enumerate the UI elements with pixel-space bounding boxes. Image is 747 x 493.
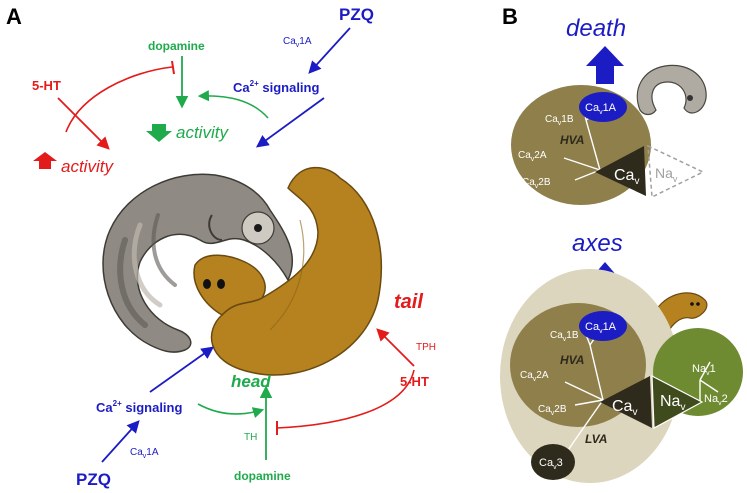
bottom-cav1a-node (579, 311, 627, 341)
top-hva-label: HVA (560, 133, 584, 147)
top-nav-triangle (647, 144, 705, 199)
bottom-cav1b-label: Cav1B (550, 330, 579, 343)
bottom-cav3-label: Cav3 (539, 457, 563, 471)
bottom-nav-triangle (651, 374, 704, 429)
cav1a-top-label: Cav1A (283, 36, 312, 49)
top-cav1a-label: Cav1A (585, 102, 617, 116)
panel-a-label: A (6, 4, 22, 29)
top-cav-label: Cav (614, 167, 639, 187)
activity-up-label: activity (61, 157, 114, 176)
bottom-cav2b-label: Cav2B (538, 404, 567, 417)
bottom-cav1a-label: Cav1A (585, 321, 617, 335)
th-label: TH (244, 432, 257, 443)
top-cav-triangle (595, 146, 646, 196)
ca-signaling-to-head-arrow (197, 403, 265, 418)
bottom-hva-label: HVA (560, 353, 584, 367)
pzq-to-ca-signaling-bottom-arrow (101, 420, 140, 463)
serotonin-to-tail-arrow (376, 328, 415, 367)
dopamine-bottom-label: dopamine (234, 469, 291, 483)
top-nav-label: Nav (655, 165, 678, 184)
serotonin-inhibits-dopamine (65, 66, 173, 133)
bottom-nav-label: Nav (660, 393, 685, 413)
tail-label: tail (394, 291, 423, 313)
bottom-nav-branches (699, 361, 719, 402)
pzq-bottom-label: PZQ (76, 470, 111, 489)
dopamine-top-label: dopamine (148, 39, 205, 53)
top-cav1b-label: Cav1B (545, 114, 574, 127)
serotonin-right-label: 5-HT (400, 374, 429, 389)
serotonin-inhibits-dopamine-bottom (276, 369, 415, 429)
death-up-arrow-icon (586, 46, 624, 84)
brown-worm-left-eye (203, 279, 211, 289)
tph-label: TPH (416, 342, 436, 353)
bottom-cav2a-label: Cav2A (520, 370, 549, 383)
top-cav2a-label: Cav2A (518, 150, 547, 163)
bottom-tree-branches (559, 329, 604, 463)
serotonin-to-activity-up-arrow (57, 97, 110, 150)
ca-signaling-bottom-label: Ca2+ signaling (96, 399, 182, 415)
cav1a-bottom-label: Cav1A (130, 447, 159, 460)
top-cav2b-label: Cav2B (522, 177, 551, 190)
brown-worm-right-eye (217, 279, 225, 289)
serotonin-left-label: 5-HT (32, 78, 61, 93)
activity-down-arrow-icon (146, 124, 172, 142)
ca-signaling-to-activity-arrow (197, 90, 269, 119)
bottom-nav2-label: Nav2 (704, 393, 728, 407)
bottom-cav3-node (531, 444, 575, 480)
axes-label: axes (572, 230, 623, 257)
ca-signaling-top-to-worm-arrow (255, 97, 325, 148)
bottom-nav1-label: Nav1 (692, 363, 716, 377)
bottom-lva-label: LVA (585, 432, 607, 446)
dead-worm-illustration (636, 64, 707, 116)
pzq-top-label: PZQ (339, 5, 374, 24)
pzq-to-ca-signaling-top-arrow (308, 27, 351, 74)
ca-signaling-bottom-to-worm-arrow (149, 346, 215, 393)
top-cav1a-node (579, 92, 627, 122)
activity-up-arrow-icon (33, 152, 57, 169)
panel-b-label: B (502, 4, 518, 29)
brown-worm-illustration (193, 166, 382, 376)
bottom-cav-label: Cav (612, 398, 637, 418)
ca-signaling-top-label: Ca2+ signaling (233, 79, 319, 95)
death-label: death (566, 15, 626, 42)
gray-worm-illustration (102, 173, 293, 353)
activity-down-label: activity (176, 123, 229, 142)
bottom-cav-triangle (600, 376, 652, 428)
